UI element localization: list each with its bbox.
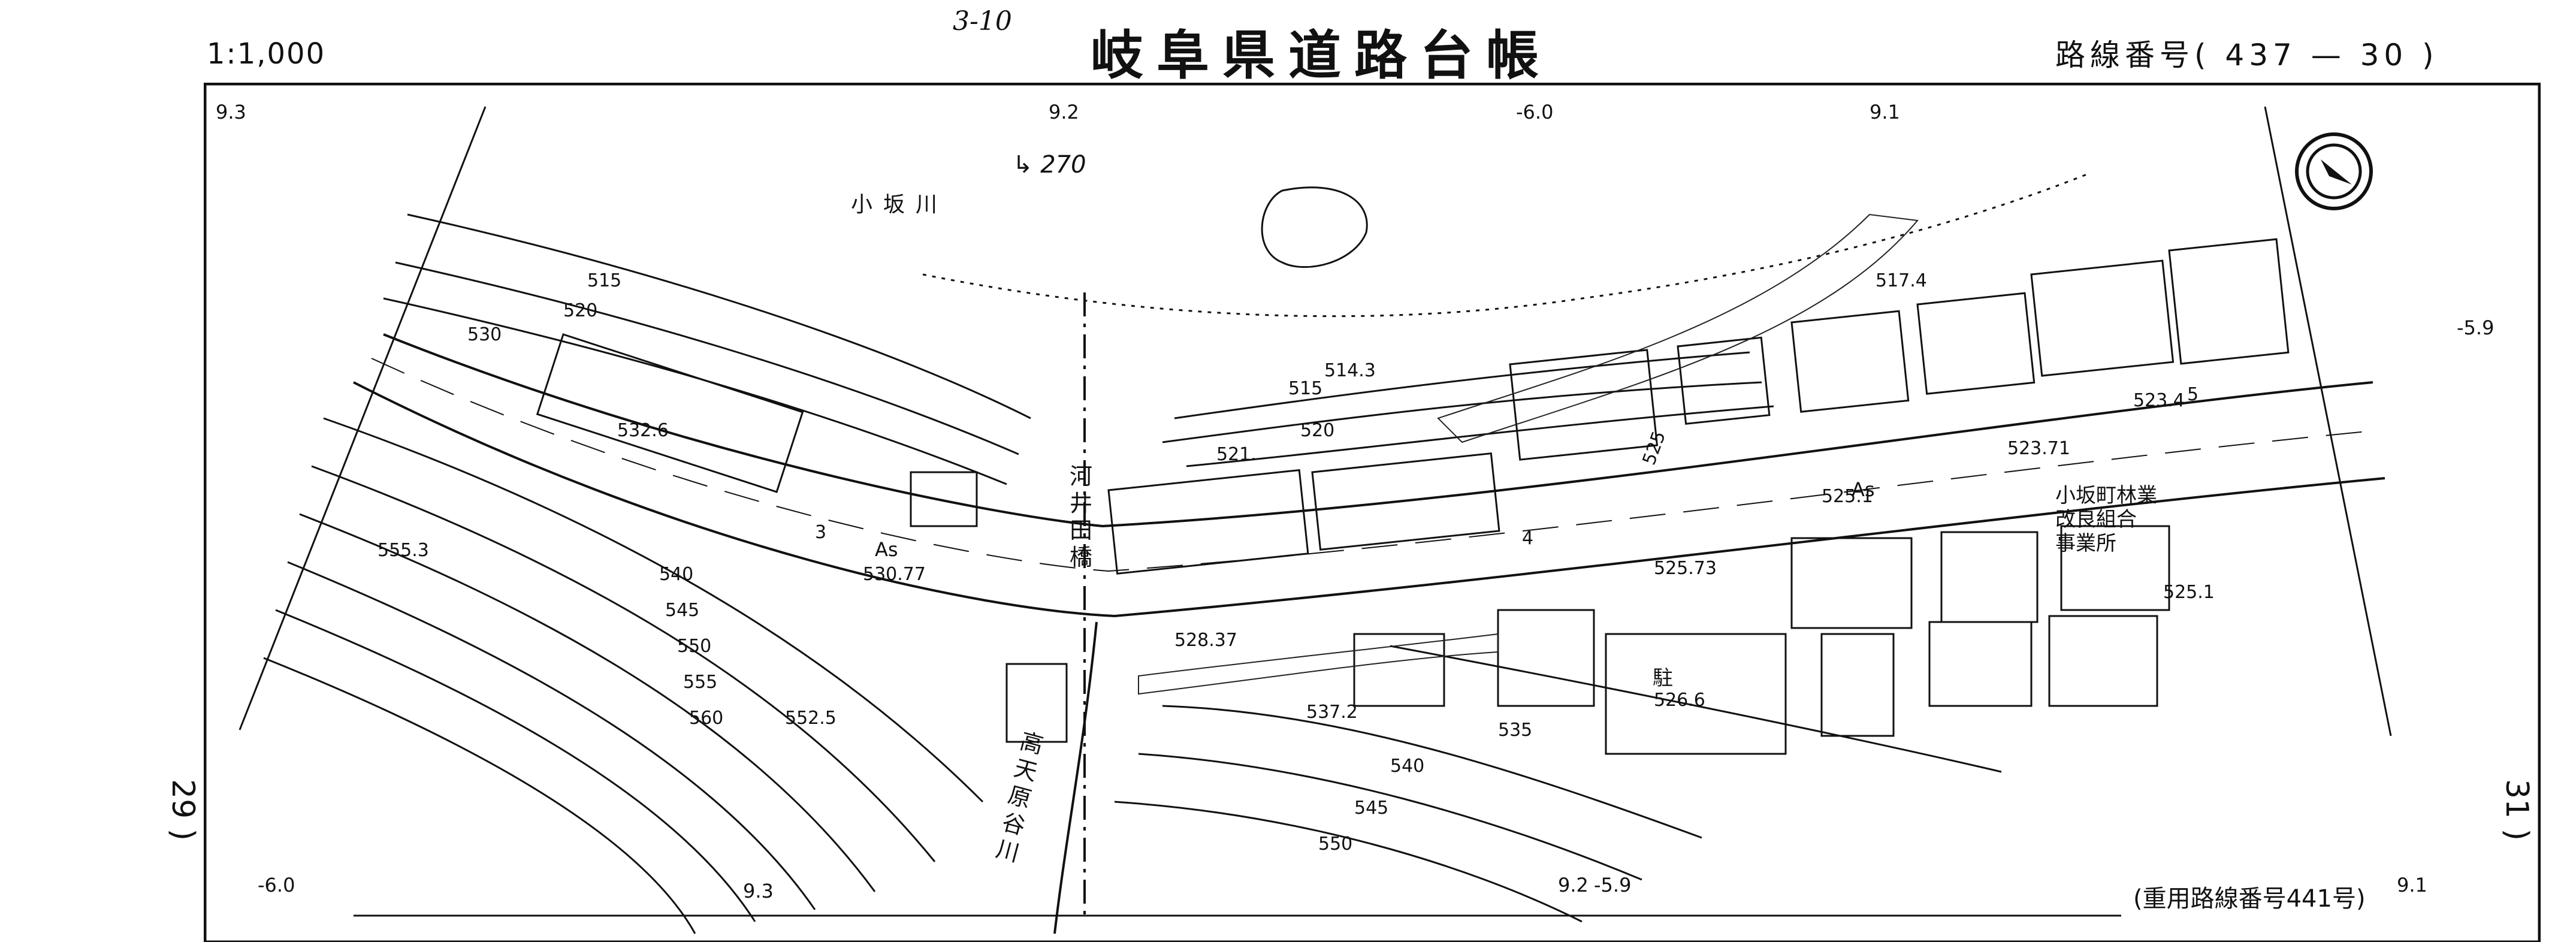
road-surface-label: As bbox=[875, 538, 898, 561]
spot-height: 514.3 bbox=[1324, 360, 1376, 381]
office-label: 事業所 bbox=[2055, 532, 2116, 555]
spot-height: 525.73 bbox=[1654, 558, 1717, 579]
building bbox=[1605, 633, 1787, 755]
contour-label: 530 bbox=[467, 324, 502, 345]
building bbox=[1497, 609, 1595, 707]
station-mark: 9.2 bbox=[1558, 874, 1589, 896]
building bbox=[1005, 663, 1068, 743]
spot-height: 528.37 bbox=[1174, 630, 1237, 651]
next-sheet-ref: 31 ) bbox=[2499, 779, 2535, 841]
bridge-label-3: 橋 bbox=[1070, 544, 1092, 570]
contour-label: 560 bbox=[689, 708, 723, 729]
parking-symbol: 駐 bbox=[1653, 666, 1673, 690]
spot-height: 532.6 bbox=[617, 420, 669, 441]
building bbox=[910, 471, 978, 527]
prev-sheet-ref: 29 ) bbox=[165, 779, 201, 841]
contour-label: 545 bbox=[665, 600, 699, 621]
handwritten-date: 3-10 bbox=[953, 6, 1012, 37]
spot-height: 521. bbox=[1216, 444, 1257, 465]
spot-height: 525.1 bbox=[2163, 582, 2215, 603]
building bbox=[1820, 633, 1895, 737]
stream-label-1: 天 bbox=[1011, 754, 1040, 786]
hatch-area bbox=[1437, 213, 1919, 443]
stream-label-3: 谷 bbox=[999, 808, 1028, 840]
contour-label: 535 bbox=[1498, 720, 1532, 741]
station-mark: -5.9 bbox=[2457, 316, 2494, 339]
station-mark: -6.0 bbox=[258, 874, 295, 896]
building bbox=[1677, 336, 1771, 425]
map-scale: 1:1,000 bbox=[207, 37, 326, 71]
route-number: 路線番号( 437 — 30 ) bbox=[2055, 38, 2439, 73]
handwritten-note: ↳ 270 bbox=[1013, 151, 1086, 179]
contour-label: 555 bbox=[683, 672, 717, 693]
office-label: 改良組合 bbox=[2055, 508, 2137, 532]
station-mark: -6.0 bbox=[1516, 101, 1553, 123]
spot-height: 517.4 bbox=[1876, 270, 1927, 291]
stream-label-4: 川 bbox=[993, 835, 1022, 866]
station-mark: 9.1 bbox=[2397, 874, 2427, 896]
map-frame bbox=[204, 83, 2541, 942]
road-surface-label: As bbox=[1852, 478, 1875, 501]
building bbox=[1790, 310, 1910, 413]
building bbox=[2048, 615, 2158, 707]
station-mark: 9.2 bbox=[1049, 101, 1079, 123]
building bbox=[1916, 292, 2036, 395]
sheet-boundary-right bbox=[2264, 106, 2392, 736]
spot-height: 523.71 bbox=[2007, 438, 2070, 459]
station-mark: 9.3 bbox=[216, 101, 246, 123]
bridge-label-2: 田 bbox=[1070, 517, 1092, 544]
building bbox=[1311, 452, 1500, 551]
spot-height: 526.6 bbox=[1654, 690, 1705, 711]
contour-label: 550 bbox=[677, 636, 711, 657]
stream bbox=[1053, 621, 1098, 934]
building bbox=[2168, 238, 2290, 365]
building bbox=[2030, 259, 2175, 377]
contour-label: 545 bbox=[1354, 798, 1388, 819]
contour-label: 540 bbox=[659, 564, 693, 585]
contour-label: 540 bbox=[1390, 756, 1424, 777]
building bbox=[1928, 621, 2033, 707]
sheet-boundary-left bbox=[238, 106, 487, 730]
stream-label-2: 原 bbox=[1005, 781, 1034, 813]
bridge-label-1: 井 bbox=[1070, 490, 1092, 517]
building bbox=[1107, 469, 1309, 575]
building bbox=[1353, 633, 1445, 707]
road-edge-north bbox=[383, 333, 2373, 528]
station-mark: 9.3 bbox=[743, 880, 774, 902]
footnote: (重用路線番号441号) bbox=[2133, 885, 2366, 913]
contour-label: 520 bbox=[563, 300, 597, 321]
spot-height: 537.2 bbox=[1306, 702, 1358, 723]
contour-label: 525 bbox=[1639, 428, 1670, 468]
river-label: 小坂川 bbox=[851, 192, 948, 217]
road-number: 4 bbox=[1522, 528, 1533, 549]
hatch-area bbox=[1138, 633, 1499, 695]
spot-height: 555.3 bbox=[378, 540, 429, 561]
building bbox=[1509, 349, 1659, 461]
north-arrow-symbol bbox=[2295, 132, 2373, 210]
map-canvas: 小坂川 ↳ 270 As As 532.6 530.77 555.3 552.5… bbox=[204, 83, 2541, 942]
building bbox=[536, 333, 804, 493]
contour-label: 515 bbox=[1288, 378, 1322, 399]
office-label: 小坂町林業 bbox=[2055, 484, 2157, 508]
page-title: 岐阜県道路台帳 bbox=[1091, 25, 1553, 86]
contour-label: 515 bbox=[587, 270, 621, 291]
contour-label: 550 bbox=[1318, 834, 1352, 855]
spot-height: 530.77 bbox=[863, 564, 926, 585]
stream-label-0: 高 bbox=[1017, 727, 1046, 759]
building bbox=[2060, 525, 2170, 611]
road-edge-south bbox=[353, 381, 2385, 618]
river-bank bbox=[922, 171, 2092, 318]
bridge-label-0: 河 bbox=[1070, 463, 1092, 490]
spot-height: 525.1 bbox=[1822, 486, 1873, 507]
spot-height: 552.5 bbox=[785, 708, 836, 729]
road-number: 3 bbox=[815, 522, 826, 543]
building bbox=[1790, 537, 1913, 629]
contour-label: 520 bbox=[1300, 420, 1334, 441]
station-mark: 9.1 bbox=[1870, 101, 1900, 123]
spot-height: 523.4 bbox=[2133, 390, 2185, 411]
station-mark: -5.9 bbox=[1594, 874, 1631, 896]
river-outline bbox=[1261, 186, 1368, 268]
building bbox=[1940, 531, 2039, 623]
road-number: 5 bbox=[2187, 384, 2198, 405]
